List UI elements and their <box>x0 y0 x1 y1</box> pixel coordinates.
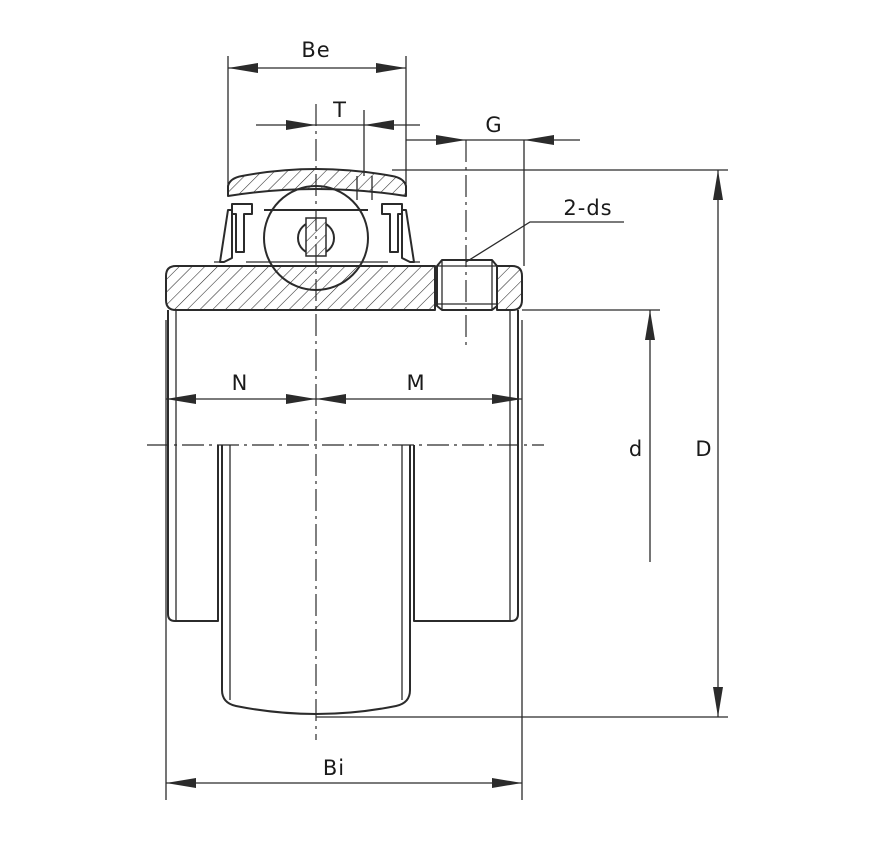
label-bi: Bi <box>323 756 345 780</box>
label-d-large: D <box>695 437 712 461</box>
dimension-be <box>228 63 406 73</box>
outer-ring-section <box>227 168 407 200</box>
label-d-small: d <box>629 437 643 461</box>
set-screw <box>436 259 498 311</box>
label-n: N <box>232 371 249 395</box>
label-be: Be <box>301 38 330 62</box>
label-t: T <box>332 98 347 122</box>
dimension-t <box>256 120 420 130</box>
dimension-d-large <box>713 170 723 717</box>
dimension-d-small <box>645 310 655 562</box>
label-m: M <box>406 371 425 395</box>
leader-ds <box>465 221 624 263</box>
inner-ring <box>167 310 519 715</box>
seals <box>214 203 420 263</box>
dimension-bi <box>166 778 522 788</box>
extension-lines <box>165 56 728 800</box>
dimension-g <box>406 135 580 145</box>
label-ds: 2-ds <box>563 196 612 220</box>
dimension-n <box>166 394 316 404</box>
center-lines <box>147 104 544 740</box>
label-g: G <box>485 113 502 137</box>
dimension-m <box>316 394 522 404</box>
